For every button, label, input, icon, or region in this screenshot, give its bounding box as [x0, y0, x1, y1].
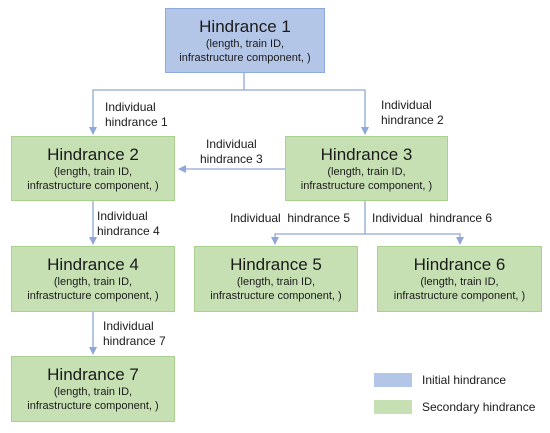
node-title: Hindrance 6 [413, 255, 506, 274]
node-detail-line-1: (length, train ID, [205, 37, 285, 50]
node-detail-line-1: (length, train ID, [327, 165, 406, 178]
node-title: Hindrance 1 [199, 16, 291, 36]
edge-label-individual-hindrance-2: Individual hindrance 2 [381, 98, 444, 128]
edge-label-line: Individual [103, 319, 154, 333]
edge-label-individual-hindrance-6: Individual hindrance 6 [372, 211, 493, 225]
node-detail-line-2: infrastructure component, ) [27, 400, 159, 412]
edge-h3-to-h6 [365, 233, 464, 245]
node-title: Hindrance 4 [47, 255, 139, 274]
node-hindrance-6: Hindrance 6 (length, train ID, infrastru… [377, 246, 542, 312]
node-title: Hindrance 5 [230, 255, 322, 274]
edge-label-individual-hindrance-1: Individual hindrance 1 [105, 100, 168, 130]
edge-label-line: Individual [206, 137, 257, 151]
node-hindrance-3: Hindrance 3 (length, train ID, infrastru… [285, 136, 448, 201]
edge-label-individual-hindrance-4: Individual hindrance 4 [97, 209, 160, 239]
node-title: Hindrance 7 [47, 365, 139, 384]
edge-label-individual-hindrance-7: Individual hindrance 7 [103, 319, 166, 349]
legend-label-secondary: Secondary hindrance [422, 400, 536, 414]
node-detail-line-1: (length, train ID, [53, 165, 133, 178]
legend-label-initial: Initial hindrance [422, 373, 507, 387]
node-hindrance-5: Hindrance 5 (length, train ID, infrastru… [194, 246, 358, 312]
edge-label-line: Individual [97, 209, 148, 223]
node-hindrance-2: Hindrance 2 (length, train ID, infrastru… [11, 136, 175, 201]
edge-h1-to-h2 [89, 73, 245, 135]
node-detail-line-2: infrastructure component, ) [27, 179, 159, 192]
node-title: Hindrance 2 [47, 144, 139, 164]
node-detail-line-2: infrastructure component, ) [210, 290, 342, 302]
node-detail-line-1: (length, train ID, [420, 276, 499, 288]
edge-label-line: hindrance 1 [105, 115, 168, 129]
edge-label-line: hindrance 4 [97, 224, 160, 238]
edge-label-individual-hindrance-5: Individual hindrance 5 [230, 211, 351, 225]
edge-label-line: Individual [381, 98, 432, 112]
node-detail-line-2: infrastructure component, ) [27, 290, 159, 302]
edge-label-individual-hindrance-3: Individual hindrance 3 [200, 137, 263, 167]
node-detail-line-2: infrastructure component, ) [393, 290, 526, 302]
edge-label-line: Individual [105, 100, 156, 114]
edge-label-line: hindrance 7 [103, 334, 166, 348]
node-detail-line-2: infrastructure component, ) [300, 179, 433, 192]
edge-label-line: hindrance 3 [200, 152, 263, 166]
legend-swatch-secondary [374, 400, 412, 414]
edge-h3-to-h5 [271, 201, 366, 245]
node-detail-line-2: infrastructure component, ) [179, 51, 311, 64]
edge-h1-to-h3 [244, 89, 369, 135]
node-hindrance-4: Hindrance 4 (length, train ID, infrastru… [11, 246, 175, 312]
node-detail-line-1: (length, train ID, [53, 386, 133, 398]
node-title: Hindrance 3 [320, 144, 413, 164]
node-detail-line-1: (length, train ID, [53, 276, 133, 288]
node-hindrance-1: Hindrance 1 (length, train ID, infrastru… [165, 8, 325, 73]
node-hindrance-7: Hindrance 7 (length, train ID, infrastru… [11, 356, 175, 422]
legend-swatch-initial [374, 373, 412, 387]
edge-label-line: hindrance 2 [381, 113, 444, 127]
node-detail-line-1: (length, train ID, [236, 276, 316, 288]
